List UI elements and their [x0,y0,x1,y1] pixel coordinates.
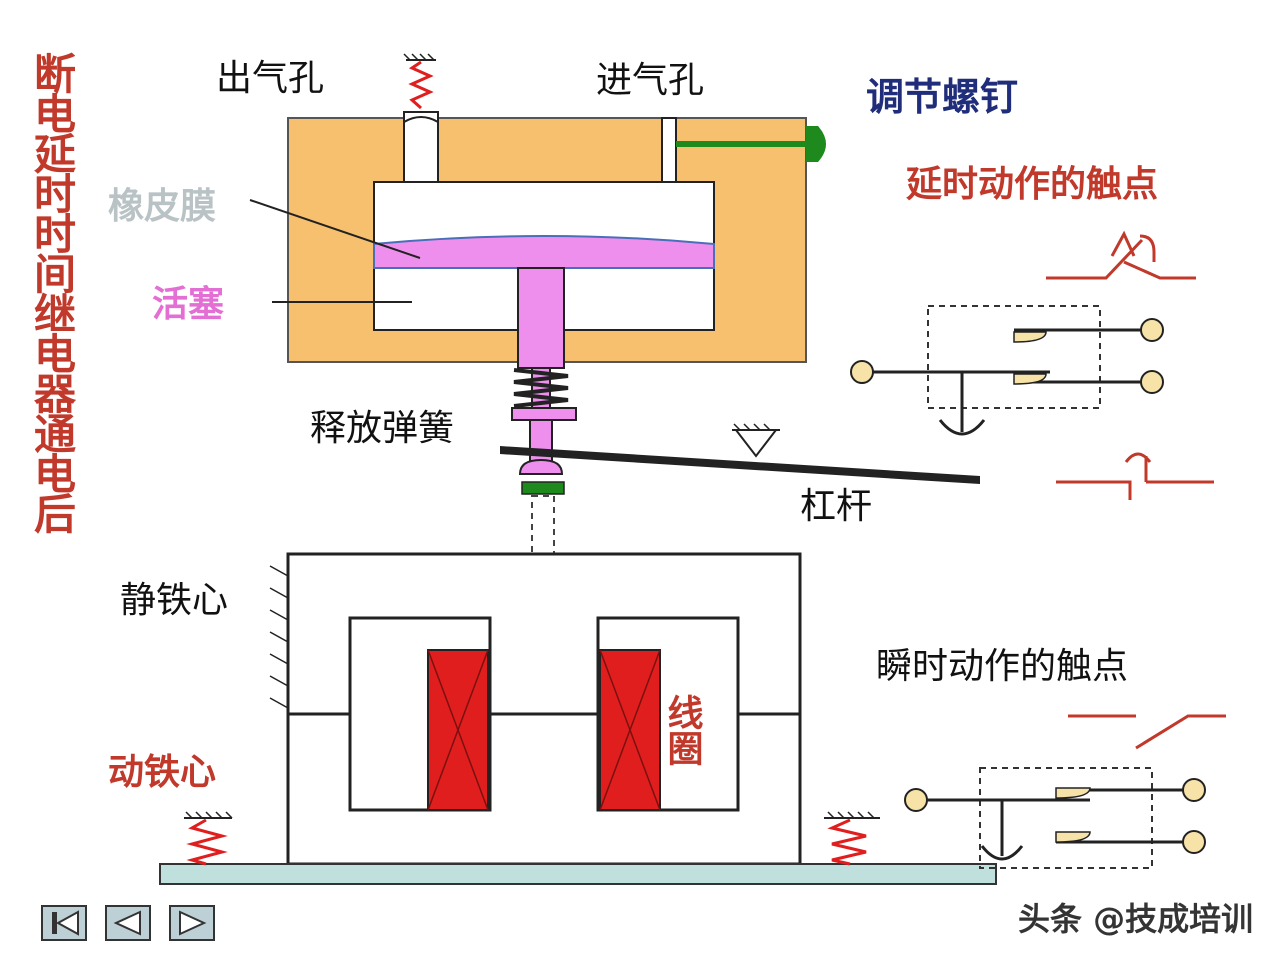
label-moving-core: 动铁心 [108,752,216,793]
label-coil: 线圈 [662,694,704,766]
label-rubber-membrane: 橡皮膜 [108,186,216,227]
delayed-contact-assembly [850,305,1164,436]
rubber-membrane [373,235,715,269]
delayed-break-symbol-icon [1056,452,1214,500]
watermark: 头条 @技成培训 [1018,900,1253,938]
lever [500,423,980,484]
label-delayed-contacts: 延时动作的触点 [906,164,1158,205]
previous-page-button[interactable] [105,905,151,941]
label-instant-contacts: 瞬时动作的触点 [876,646,1128,687]
exhaust-valve-spring-icon [403,53,436,110]
label-intake-hole: 进气孔 [596,60,704,101]
label-release-spring: 释放弹簧 [310,408,454,449]
label-lever: 杠杆 [800,486,872,527]
push-pad [521,481,565,495]
left-coil-window [348,616,492,812]
label-adjust-screw: 调节螺钉 [866,75,1018,119]
label-exhaust-hole: 出气孔 [216,58,324,99]
instant-contact-symbol-icon [1068,714,1226,750]
delayed-contact-symbol-icon [1046,230,1196,280]
base-plate [159,863,997,885]
right-coil-window [596,616,740,812]
membrane-leader [249,199,421,259]
release-spring-icon [513,368,569,408]
instant-contact-assembly [904,767,1206,869]
previous-icon [113,910,141,936]
adjust-screw-icon[interactable] [676,126,826,162]
diagram-title: 断电延时时间继电器通电后 [28,52,77,535]
next-page-button[interactable] [169,905,215,941]
first-page-button[interactable] [41,905,87,941]
label-static-core: 静铁心 [120,580,228,621]
left-base-spring-icon [184,811,233,866]
first-page-icon [52,910,79,936]
label-piston: 活塞 [152,284,224,325]
next-icon [179,910,207,936]
right-base-spring-icon [824,811,880,866]
